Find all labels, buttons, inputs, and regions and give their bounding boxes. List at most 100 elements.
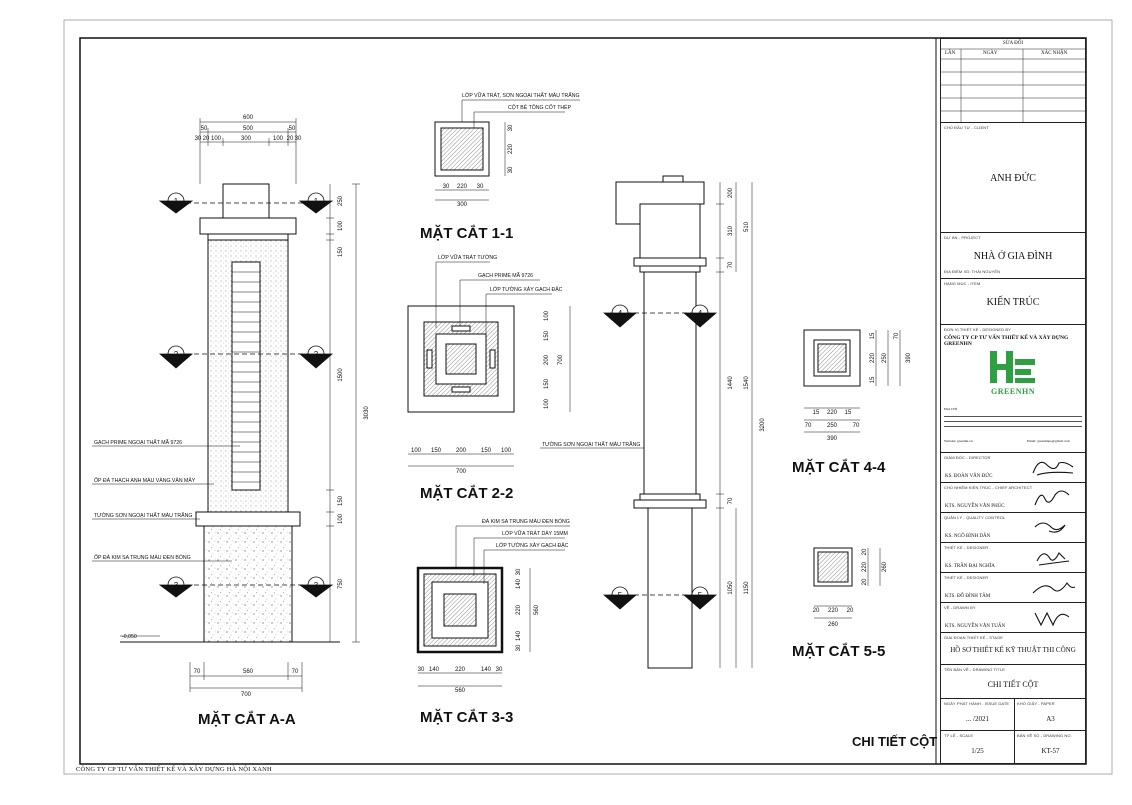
dim-text: 30 [496, 667, 503, 673]
section-title-22: MẶT CẮT 2-2 [420, 484, 513, 502]
dim-text: 100 [338, 220, 344, 231]
dim-text: 700 [456, 469, 467, 475]
dim-text: 260 [882, 561, 888, 572]
dim-text: 3200 [760, 418, 766, 432]
note-text: ĐÁ KIM SA TRUNG MÀU ĐEN BÓNG [482, 518, 570, 525]
revision-col: LẦN [945, 51, 956, 56]
note-text: LỚP VỮA TRÁT TƯỜNG [438, 254, 497, 261]
dim-text: 300 [241, 136, 252, 142]
note-text: CỘT BÊ TÔNG CỐT THÉP [508, 103, 572, 111]
section-title-11: MẶT CẮT 1-1 [420, 224, 513, 242]
marker-label: 5 [698, 591, 703, 600]
marker-1-right [298, 192, 334, 214]
role-label: QUẢN LÝ - QUALITY CONTROL [944, 515, 1006, 520]
marker-label: 1 [314, 197, 319, 206]
marker-label: 2 [174, 350, 179, 359]
marker-label: 4 [618, 309, 623, 318]
dim-text: 150 [338, 495, 344, 506]
person-name: KS. ĐOÀN VĂN ĐỨC [945, 474, 993, 479]
dim-text: 20 [862, 578, 868, 585]
section-title-55: MẶT CẮT 5-5 [792, 642, 885, 660]
dim-text: 15 [870, 332, 876, 339]
dim-text: 20 [287, 136, 294, 142]
dim-text: 250 [882, 352, 888, 363]
dim-text: 20 [203, 136, 210, 142]
dim-text: 310 [728, 225, 734, 236]
dim-text: 50 [289, 126, 296, 132]
note-text: GẠCH PRIME NGOẠI THẤT MÃ 9726 [94, 439, 182, 446]
dim-text: 100 [544, 398, 550, 409]
marker-label: 3 [314, 581, 319, 590]
role-row: THIẾT KẾ - DESIGNER KS. TRẦN ĐẠI NGHĨA [941, 543, 1085, 573]
dim-text: 30 [477, 184, 484, 190]
dim-text: 200 [728, 187, 734, 198]
role-label: THIẾT KẾ - DESIGNER [944, 545, 989, 550]
company-name: CÔNG TY CP TƯ VẤN THIẾT KẾ VÀ XÂY DỰNG G… [944, 335, 1069, 347]
signature-image [1032, 582, 1076, 594]
drawing-name: CHI TIẾT CỘT [987, 680, 1039, 689]
address-lines [944, 413, 1082, 431]
dim-text: 1050 [728, 581, 734, 595]
section-44 [803, 329, 901, 433]
dim-text: 15 [813, 410, 820, 416]
dim-text: 390 [827, 436, 838, 442]
note-text: LỚP VỮA TRÁT, SƠN NGOẠI THẤT MÀU TRẮNG [462, 91, 579, 99]
dim-text: 30 [443, 184, 450, 190]
person-name: KS. NGÔ BÌNH DÂN [945, 534, 991, 539]
marker-2-left [158, 345, 194, 369]
project-name: NHÀ Ở GIA ĐÌNH [973, 251, 1053, 262]
person-name: KTS. NGUYỄN VĂN PHÚC [945, 504, 1005, 509]
dim-text: 200 [544, 354, 550, 365]
dim-text: 220 [828, 608, 839, 614]
dim-text: 30 [508, 166, 514, 173]
marker-2-right [298, 345, 334, 369]
marker-4-left [602, 304, 638, 328]
logo-text: GREENHN [991, 387, 1035, 396]
project-cell: DỰ ÁN - PROJECT NHÀ Ở GIA ĐÌNH ĐỊA ĐIỂM … [941, 233, 1085, 279]
signature-image [1034, 522, 1066, 533]
marker-label: 4 [698, 309, 703, 318]
revision-col: XÁC NHẬN [1041, 51, 1068, 56]
stage-value: HỒ SƠ THIẾT KẾ KỸ THUẬT THI CÔNG [950, 646, 1076, 654]
dim-text: 150 [431, 448, 442, 454]
section-11 [434, 99, 580, 201]
role-label: GIÁM ĐỐC - DIRECTOR [944, 455, 991, 460]
marker-5-right [682, 586, 718, 610]
date-label: NGÀY PHÁT HÀNH - ISSUE DATE [944, 701, 1010, 706]
dim-text: 150 [544, 330, 550, 341]
dim-text: 70 [728, 497, 734, 504]
marker-label: 1 [174, 197, 179, 206]
dim-text: 250 [827, 423, 838, 429]
dim-text: 1500 [338, 368, 344, 382]
location-label: ĐỊA ĐIỂM XD: THÁI NGUYÊN [944, 269, 1001, 274]
designer-cell: ĐƠN VỊ THIẾT KẾ - DESIGNED BY CÔNG TY CP… [941, 325, 1085, 453]
dim-text: 390 [906, 352, 912, 363]
dim-text: 600 [243, 115, 254, 121]
dim-text: 1540 [744, 376, 750, 390]
section-55 [813, 547, 881, 619]
dim-text: 220 [457, 184, 468, 190]
dim-text: 220 [455, 667, 466, 673]
dim-text: 560 [243, 669, 254, 675]
scale-number-row: TỶ LỆ - SCALE BẢN VẼ SỐ - DRAWING NO. 1/… [941, 731, 1085, 763]
client-label: CHỦ ĐẦU TƯ - CLIENT [944, 125, 989, 130]
dim-text: 560 [534, 604, 540, 615]
note-text: TƯỜNG SƠN NGOẠI THẤT MÀU TRẮNG [542, 440, 640, 448]
dim-text: 220 [508, 143, 514, 154]
dim-text: 100 [211, 136, 222, 142]
client-name: ANH ĐỨC [990, 173, 1036, 184]
dim-text: 70 [853, 423, 860, 429]
signature-image [1032, 461, 1074, 476]
elevation-aa [92, 118, 360, 692]
title-block: SỬA ĐỔI LẦN NGÀY XÁC NHẬN CHỦ ĐẦU TƯ - C… [940, 38, 1087, 764]
phase-name: KIẾN TRÚC [986, 297, 1040, 308]
level-mark: -0,050 [122, 634, 137, 640]
client-cell: CHỦ ĐẦU TƯ - CLIENT ANH ĐỨC [941, 123, 1085, 233]
dim-text: 15 [870, 376, 876, 383]
signature-image [1034, 611, 1070, 627]
dim-text: 30 [195, 136, 202, 142]
signature-image [1036, 552, 1070, 566]
dim-text: 250 [338, 195, 344, 206]
dim-text: 150 [481, 448, 492, 454]
